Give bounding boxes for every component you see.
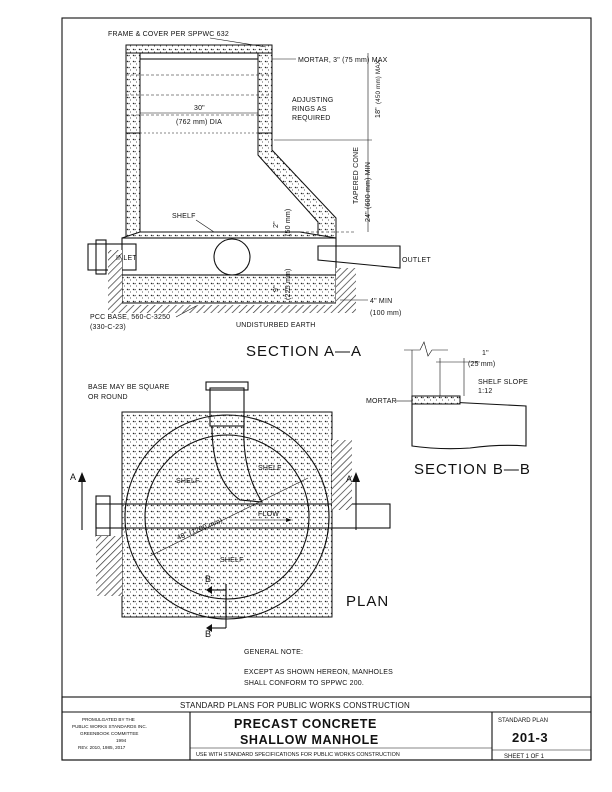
section-a-mark-left: A	[70, 472, 76, 482]
inlet-label: INLET	[116, 255, 137, 262]
promulgated-2: PUBLIC WORKS STANDARDS INC.	[72, 724, 147, 729]
dim-9-label: 9"	[273, 285, 280, 292]
plan-view: BASE MAY BE SQUARE OR ROUND SHELF SHELF …	[70, 381, 391, 639]
flow-label: FLOW	[258, 511, 279, 518]
promulgated-4: 1994	[116, 738, 127, 743]
section-a-mark-right: A	[346, 474, 352, 484]
bb-dim-1: 1"	[482, 350, 489, 357]
shelf-label-bottom: SHELF	[220, 557, 244, 564]
plan-title: PLAN	[346, 593, 389, 610]
undisturbed-earth-label: UNDISTURBED EARTH	[236, 322, 316, 329]
dim-450-label: (450 mm) MAX	[375, 60, 382, 104]
shelf-slope-label: SHELF SLOPE	[478, 379, 528, 386]
dim-50-label: (50 mm)	[285, 209, 292, 236]
pcc-base	[121, 274, 337, 304]
shelf-label-left: SHELF	[176, 478, 200, 485]
tapered-cone	[257, 132, 337, 239]
section-b-mark-top: B	[205, 574, 211, 584]
adjusting-rings-label-3: REQUIRED	[292, 115, 331, 122]
frame-cover	[125, 44, 273, 54]
outlet-label: OUTLET	[402, 257, 431, 264]
promulgated-5: REV. 2010, 1985, 2017	[78, 745, 126, 750]
adjusting-rings-label-1: ADJUSTING	[292, 97, 333, 104]
base-note-1: BASE MAY BE SQUARE	[88, 384, 170, 391]
section-bb-body	[411, 395, 527, 450]
standard-plan-label: STANDARD PLAN	[498, 718, 548, 724]
plan-base	[121, 411, 333, 618]
plan-title-line-1: PRECAST CONCRETE	[234, 717, 377, 731]
curved-channel	[211, 425, 264, 503]
dim-24-label: 24" (600 mm) MIN	[365, 162, 372, 222]
adjusting-ring-right	[257, 52, 273, 134]
dim-2-label: 2"	[273, 221, 280, 228]
adjusting-ring-left	[125, 52, 141, 134]
dia-762-label: (762 mm) DIA	[176, 119, 222, 126]
adjusting-rings-label-2: RINGS AS	[292, 106, 327, 113]
bb-dim-25: (25 mm)	[468, 361, 495, 368]
general-note: GENERAL NOTE: EXCEPT AS SHOWN HEREON, MA…	[244, 649, 393, 687]
dim-225-label: (225 mm)	[285, 268, 292, 300]
section-bb: 1" (25 mm) SHELF SLOPE 1:12 MORTAR SECTI…	[366, 341, 531, 478]
plan-title-line-2: SHALLOW MANHOLE	[240, 733, 379, 747]
dim-18-label: 18"	[375, 107, 382, 118]
min-4-label: 4" MIN	[370, 298, 392, 305]
bb-mortar-label: MORTAR	[366, 398, 397, 405]
title-block: STANDARD PLANS FOR PUBLIC WORKS CONSTRUC…	[61, 696, 592, 761]
promulgated-3: GREENBOOK COMMITTEE	[80, 731, 138, 736]
shelf-aa	[121, 231, 337, 239]
base-note-2: OR ROUND	[88, 394, 128, 401]
pcc-base-label: PCC BASE, 560-C-3250	[90, 314, 170, 321]
slope-label: 1:12	[478, 388, 492, 395]
general-note-line-1: EXCEPT AS SHOWN HEREON, MANHOLES	[244, 669, 393, 676]
title-block-header: STANDARD PLANS FOR PUBLIC WORKS CONSTRUC…	[180, 701, 410, 710]
use-note: USE WITH STANDARD SPECIFICATIONS FOR PUB…	[196, 752, 400, 758]
pcc-base-label-2: (330-C-23)	[90, 324, 126, 331]
inner-ring	[144, 434, 310, 600]
shelf-label-aa: SHELF	[172, 213, 196, 220]
sheet-label: SHEET 1 OF 1	[504, 754, 545, 760]
shelf-label-right: SHELF	[258, 465, 282, 472]
mortar-label: MORTAR, 3" (75 mm) MAX	[298, 57, 388, 64]
section-bb-title: SECTION B—B	[414, 461, 531, 478]
outlet-pipe	[317, 245, 401, 269]
min-100-label: (100 mm)	[370, 310, 402, 317]
section-b-mark-bottom: B	[205, 629, 211, 639]
tapered-cone-label: TAPERED CONE	[353, 147, 360, 204]
plan-number: 201-3	[512, 730, 548, 745]
general-note-line-2: SHALL CONFORM TO SPPWC 200.	[244, 680, 364, 687]
frame-cover-label: FRAME & COVER PER SPPWC 632	[108, 31, 229, 38]
section-aa-title: SECTION A—A	[246, 343, 362, 360]
promulgated-1: PROMULGATED BY THE	[82, 717, 135, 722]
general-note-heading: GENERAL NOTE:	[244, 649, 303, 656]
pipe-opening	[213, 238, 251, 276]
riser-wall-left	[125, 132, 141, 239]
section-aa: FRAME & COVER PER SPPWC 632 MORTAR, 3" (…	[87, 31, 431, 360]
outer-ring	[124, 414, 330, 620]
mortar-bed-bb	[411, 395, 461, 405]
undisturbed-earth	[108, 305, 356, 313]
dia-30-label: 30"	[194, 105, 205, 112]
